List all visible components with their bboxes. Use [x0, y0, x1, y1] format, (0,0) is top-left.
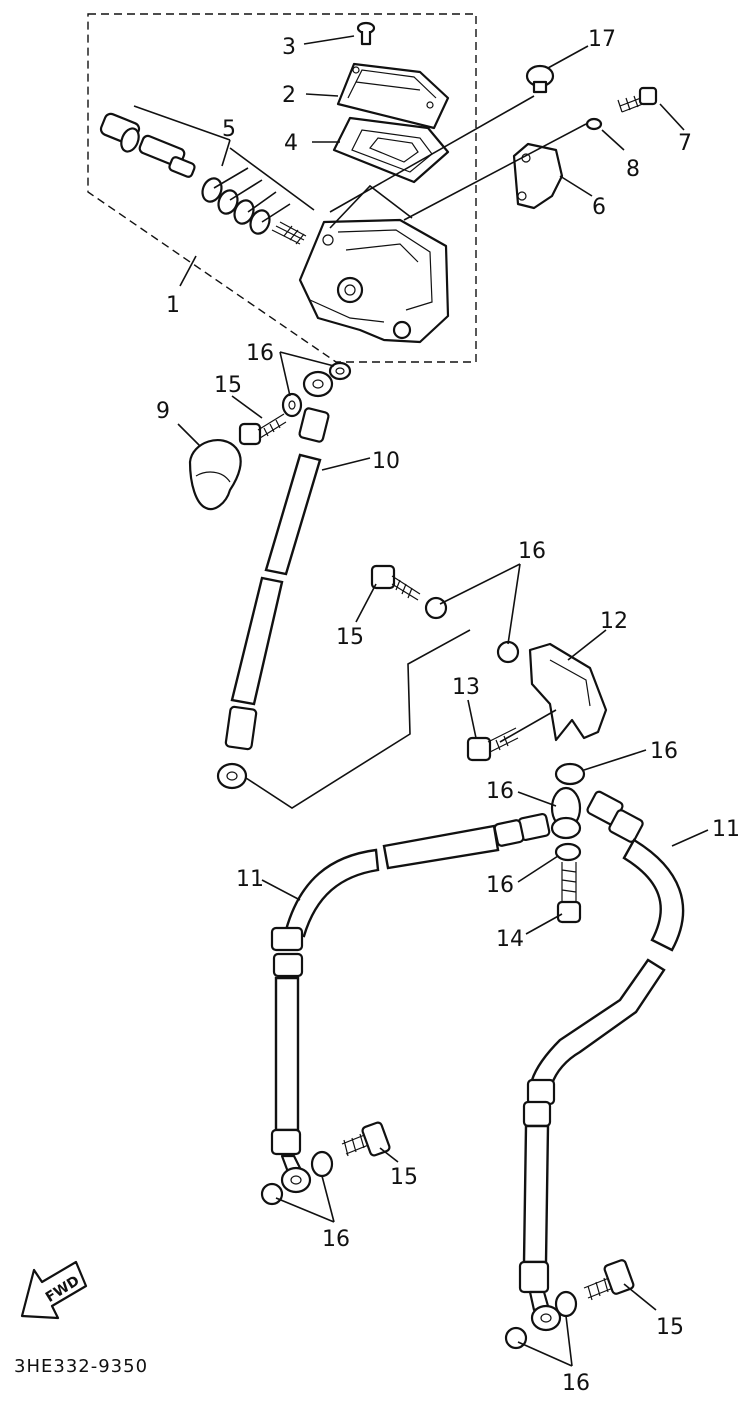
forward-arrow-icon: FWD	[20, 1260, 88, 1320]
washer-16-j	[554, 1290, 578, 1318]
callout-17: 17	[588, 27, 616, 52]
callout-12: 12	[600, 609, 628, 634]
washer-16-g	[260, 1182, 284, 1206]
callout-5: 5	[222, 117, 236, 142]
brake-hose-10	[216, 370, 334, 790]
callout-3: 3	[282, 35, 296, 60]
union-bolt-15-upper	[238, 413, 287, 446]
callout-15-b: 15	[336, 625, 364, 650]
joint-12	[528, 642, 608, 742]
cover-9	[188, 438, 242, 511]
union-bolt-15-right	[583, 1259, 635, 1301]
callout-14: 14	[496, 927, 524, 952]
brake-hose-11-right	[518, 790, 685, 1332]
callout-7: 7	[678, 131, 692, 156]
callout-16-e: 16	[486, 873, 514, 898]
washer-16-b	[281, 392, 303, 418]
callout-11-b: 11	[712, 817, 740, 842]
screw-7	[617, 86, 658, 113]
callout-15-d: 15	[656, 1315, 684, 1340]
bolt-13	[466, 727, 519, 762]
callout-9: 9	[156, 399, 170, 424]
callout-15-c: 15	[390, 1165, 418, 1190]
washer-16-a	[328, 361, 352, 381]
diagram-code: 3HE332-9350	[14, 1356, 148, 1377]
callout-15-a: 15	[214, 373, 242, 398]
master-cylinder-body	[298, 218, 450, 344]
washer-16-e	[554, 762, 586, 786]
plug-17	[525, 64, 555, 94]
washer-16-f	[554, 842, 582, 862]
washer-8	[585, 117, 603, 131]
washer-16-h	[310, 1150, 334, 1178]
washer-16-c	[424, 596, 448, 620]
callout-8: 8	[626, 157, 640, 182]
washer-16-d	[496, 640, 520, 664]
bolt-14	[556, 862, 582, 924]
callout-16-g: 16	[562, 1371, 590, 1396]
callout-16-d: 16	[486, 779, 514, 804]
assembly-boundary	[87, 13, 477, 363]
callout-11-a: 11	[236, 867, 264, 892]
callout-16-c: 16	[650, 739, 678, 764]
holder-6	[512, 142, 564, 210]
callout-2: 2	[282, 83, 296, 108]
callout-16-a: 16	[246, 341, 274, 366]
screw-3	[356, 21, 376, 46]
brake-hose-11-left	[270, 812, 551, 1194]
leader-lines	[133, 35, 709, 1367]
callout-10: 10	[372, 449, 400, 474]
callout-labels: 3 2 4 5 17 7 8 6 1 16 15 9 10 16 15 12 1…	[156, 27, 740, 1396]
piston-kit-5	[99, 112, 307, 245]
callout-4: 4	[284, 131, 298, 156]
callout-6: 6	[592, 195, 606, 220]
union-bolt-15-middle	[370, 564, 421, 601]
callout-13: 13	[452, 675, 480, 700]
reservoir-cap-2	[336, 62, 450, 130]
diaphragm-4	[332, 116, 450, 184]
callout-16-b: 16	[518, 539, 546, 564]
callout-1: 1	[166, 293, 180, 318]
union-bolt-15-left	[341, 1121, 391, 1157]
callout-16-f: 16	[322, 1227, 350, 1252]
